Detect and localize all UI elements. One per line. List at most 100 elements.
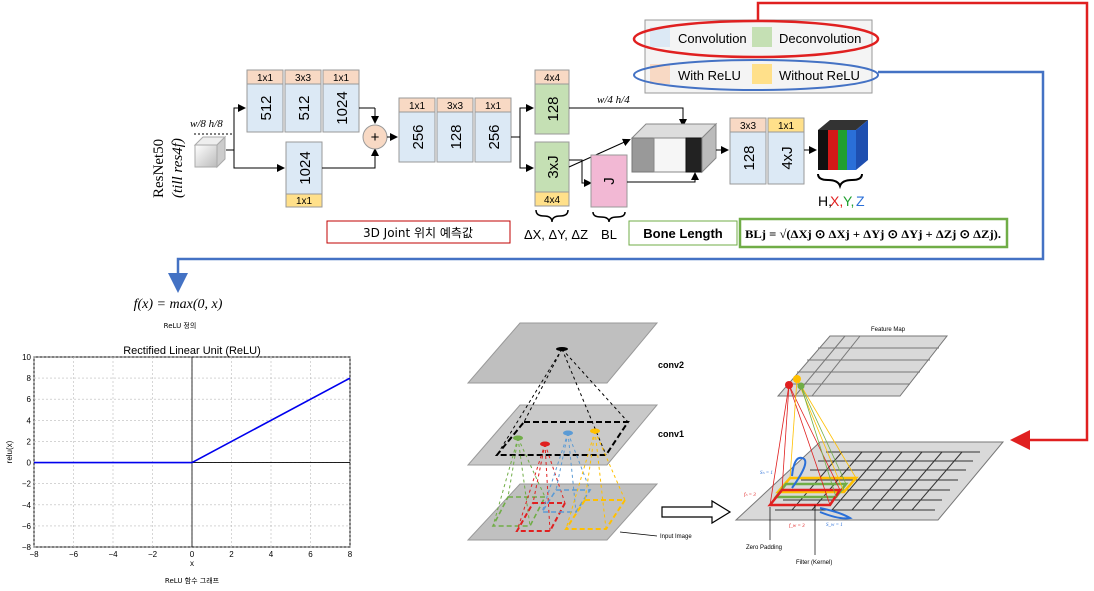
- final-k1: 3x3: [740, 121, 757, 132]
- conv1-label: conv1: [658, 429, 684, 439]
- y-tick-label: 10: [22, 353, 31, 362]
- bone-length-box: [628, 220, 738, 246]
- input-scale: w/8 h/8: [190, 118, 223, 130]
- deconv-bottom-ch: 3xJ: [545, 155, 562, 178]
- relu-graph-caption: ReLU 함수 그래프: [165, 576, 220, 585]
- block2-ch1: 256: [410, 124, 427, 149]
- formula-box: [738, 217, 1009, 249]
- y-tick-label: 8: [27, 374, 32, 383]
- conv2-plane: [466, 322, 659, 384]
- relu-formula: f(x) = max(0, x): [134, 297, 223, 312]
- joint-pred-box: [326, 220, 511, 244]
- block2-k1: 1x1: [409, 101, 426, 112]
- deconv-top-ch: 128: [545, 96, 562, 121]
- deconv-top-k: 4x4: [544, 73, 561, 84]
- backbone-label-2: (till res4f): [170, 138, 186, 198]
- x-tick-label: 0: [190, 550, 195, 559]
- block2: 1x1 3x3 1x1 256 128 256: [398, 97, 512, 163]
- y-tick-label: 0: [27, 459, 32, 468]
- block1-ch1: 512: [258, 95, 275, 120]
- x-tick-label: −6: [69, 550, 79, 559]
- red-highlight-ellipse: [632, 19, 880, 59]
- x-tick-label: 6: [308, 550, 313, 559]
- network-diagram: ResNet50 (till res4f) w/8 h/8 1x1 3x3 1x…: [151, 69, 1009, 249]
- bl-brace: [592, 211, 626, 223]
- x-tick-label: −4: [108, 550, 118, 559]
- output-maps: [818, 120, 868, 170]
- y-tick-label: −6: [22, 522, 32, 531]
- output-y: Y,: [843, 193, 854, 209]
- block2-k3: 1x1: [485, 101, 502, 112]
- legend-without-relu: Without ReLU: [779, 68, 860, 83]
- delta-brace: [535, 209, 569, 223]
- block1-ch3: 1024: [334, 91, 351, 124]
- legend-convolution: Convolution: [678, 31, 747, 46]
- shortcut-block: 1024 1x1: [285, 141, 323, 208]
- x-tick-label: 4: [269, 550, 274, 559]
- final-k2: 1x1: [778, 121, 795, 132]
- backbone-label-1: ResNet50: [151, 139, 167, 198]
- legend-deconvolution: Deconvolution: [779, 31, 861, 46]
- output-brace: [817, 173, 863, 190]
- y-tick-label: −2: [22, 480, 32, 489]
- padded-input-plane: [734, 441, 1005, 521]
- deconv-bottom-k: 4x4: [544, 195, 561, 206]
- chart-series: [34, 377, 351, 464]
- block1-k3: 1x1: [333, 73, 350, 84]
- block2-ch2: 128: [448, 124, 465, 149]
- block1-k1: 1x1: [257, 73, 274, 84]
- filter-label: Filter (Kernel): [796, 560, 832, 566]
- output-x: X,: [830, 193, 843, 209]
- fw-label: f_w = 3: [789, 524, 805, 529]
- feature-map-label: Feature Map: [871, 327, 906, 333]
- zero-padding-label: Zero Padding: [746, 545, 782, 551]
- blue-highlight-ellipse: [633, 59, 879, 91]
- add-symbol: +: [371, 129, 380, 146]
- conv2-label: conv2: [658, 360, 684, 370]
- deconv-diagram: Feature Map: [734, 327, 1005, 566]
- block1-ch2: 512: [296, 95, 313, 120]
- legend-panel: Convolution Deconvolution With ReLU With…: [632, 19, 880, 94]
- delta-label: ΔX, ΔY, ΔZ: [524, 227, 588, 242]
- block1: 1x1 3x3 1x1 512 512 1024: [246, 69, 360, 133]
- final-ch2: 4xJ: [779, 146, 796, 169]
- chart-xlabel: x: [190, 559, 194, 568]
- deconv-top: 4x4 128: [534, 69, 570, 135]
- input-image-label: Input Image: [660, 534, 692, 540]
- input-cube: [193, 135, 227, 169]
- y-tick-label: 4: [27, 416, 32, 425]
- y-tick-label: −8: [22, 543, 32, 552]
- block1-k2: 3x3: [295, 73, 312, 84]
- sw-label: S_w = 1: [826, 523, 843, 528]
- sh-label: Sₕ = 1: [760, 471, 773, 476]
- x-tick-label: 8: [348, 550, 353, 559]
- y-tick-label: 6: [27, 395, 32, 404]
- x-tick-label: 2: [229, 550, 234, 559]
- y-tick-label: −4: [22, 501, 32, 510]
- y-tick-label: 2: [27, 437, 32, 446]
- chart-title: Rectified Linear Unit (ReLU): [123, 345, 261, 357]
- chart-ylabel: relu(x): [5, 440, 14, 463]
- red-connector-arrow: [756, 1, 1089, 450]
- block2-k2: 3x3: [447, 101, 464, 112]
- output-h: H,: [818, 193, 832, 209]
- bl-block-label: J: [601, 177, 618, 185]
- final-block: 3x3 1x1 128 4xJ: [729, 117, 805, 185]
- bone-length-formula: BLj = √(ΔXj ⊙ ΔXj + ΔYj ⊙ ΔYj + ΔZj ⊙ ΔZ…: [745, 227, 1001, 241]
- block2-ch3: 256: [486, 124, 503, 149]
- relu-definition-caption: ReLU 정의: [164, 321, 197, 330]
- fh-label: fₕ = 3: [744, 493, 756, 498]
- shortcut-k: 1x1: [296, 196, 313, 207]
- bone-length-label: Bone Length: [643, 226, 722, 241]
- mid-scale: w/4 h/4: [597, 94, 630, 106]
- x-tick-label: −8: [29, 550, 39, 559]
- blue-connector-arrow: [168, 70, 1045, 293]
- bl-block: J: [590, 154, 628, 208]
- conv-diagram: conv2 conv1 Input Image: [466, 322, 692, 541]
- deconv-bottom: 3xJ 4x4: [534, 141, 570, 207]
- relu-series-line: [34, 377, 351, 464]
- legend-with-relu: With ReLU: [678, 68, 741, 83]
